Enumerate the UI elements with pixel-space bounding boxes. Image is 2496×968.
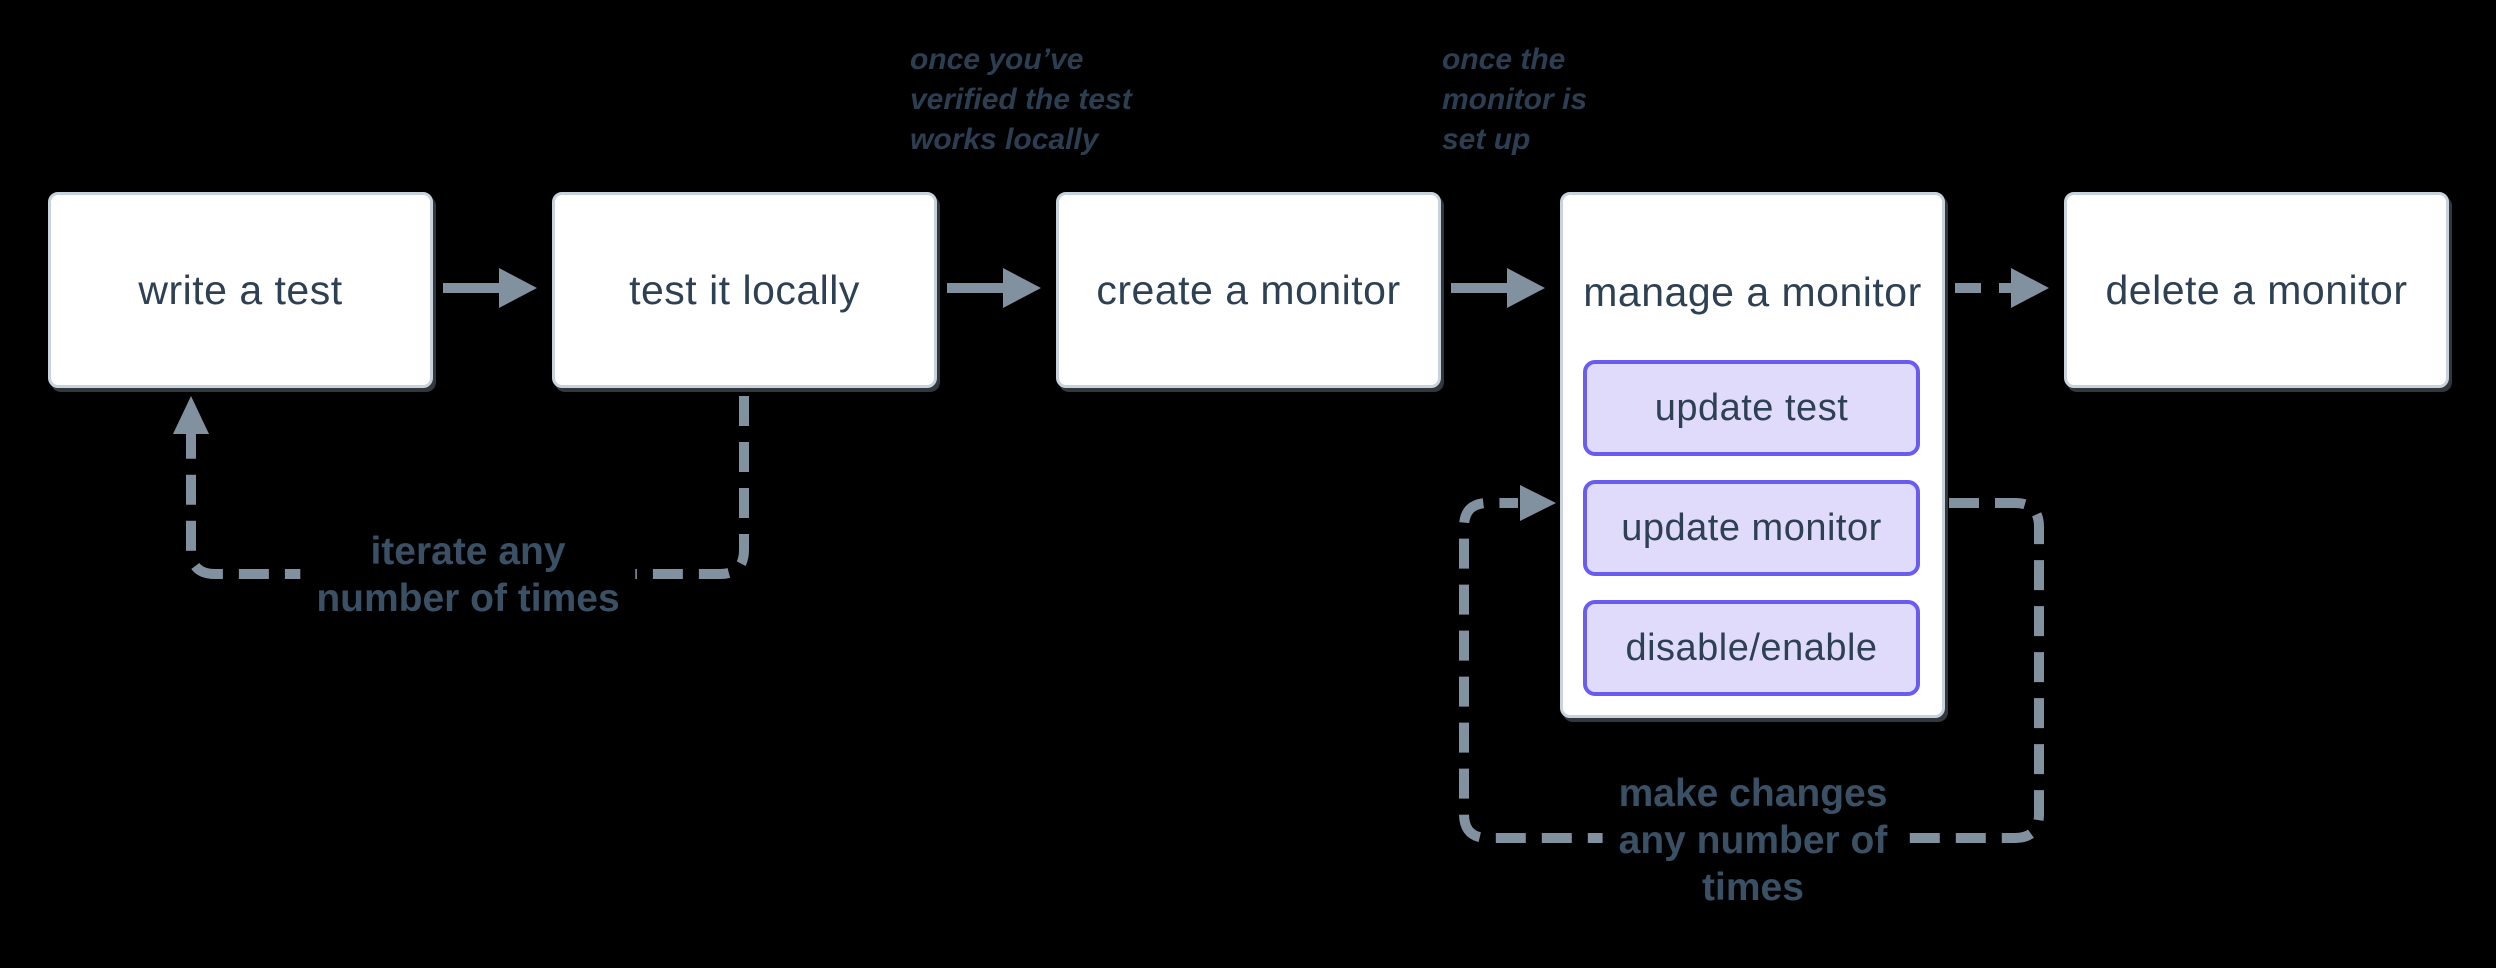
loop-label-line: times [1702, 866, 1804, 909]
node-label: create a monitor [1096, 266, 1401, 313]
annotation-line: verified the test [910, 83, 1132, 116]
node-label: write a test [138, 266, 343, 313]
loop-label-make-changes: make changes any number of times [1602, 770, 1904, 911]
node-test-it-locally: test it locally [552, 192, 937, 388]
node-label: manage a monitor [1583, 269, 1922, 315]
arrowhead-icon [1003, 268, 1041, 308]
annotation-line: once the [1442, 43, 1566, 76]
action-disable-enable: disable/enable [1583, 600, 1920, 696]
annotation-line: set up [1442, 123, 1531, 156]
annotation-line: once you’ve [910, 43, 1084, 76]
arrow-create-to-manage [1451, 268, 1545, 308]
loop-path [186, 396, 749, 579]
annotation-line: monitor is [1442, 83, 1588, 116]
arrow-write-to-test [443, 268, 537, 308]
loop-label-line: number of times [316, 577, 620, 620]
arrowhead-icon [2011, 268, 2049, 308]
loop-label-line: iterate any [370, 530, 566, 573]
loop-iterate-dashed [173, 396, 749, 579]
arrow-test-to-create [947, 268, 1041, 308]
manage-monitor-title: manage a monitor [1563, 195, 1942, 375]
arrow-manage-to-delete-dashed [1955, 268, 2049, 308]
loop-label-iterate: iterate any number of times [300, 528, 636, 622]
arrowhead-right-icon [1520, 485, 1556, 521]
action-update-test: update test [1583, 360, 1920, 456]
annotation-once-set-up: once the monitor is set up [1442, 40, 1587, 160]
arrowhead-up-icon [173, 396, 209, 434]
node-write-a-test: write a test [48, 192, 433, 388]
action-update-monitor: update monitor [1583, 480, 1920, 576]
loop-label-line: make changes [1618, 772, 1888, 815]
arrowhead-icon [1507, 268, 1545, 308]
loop-label-line: any number of [1618, 819, 1888, 862]
arrowhead-icon [499, 268, 537, 308]
node-create-a-monitor: create a monitor [1056, 192, 1441, 388]
annotation-once-verified: once you’ve verified the test works loca… [910, 40, 1132, 160]
node-label: test it locally [629, 266, 860, 313]
annotation-line: works locally [910, 123, 1099, 156]
node-delete-a-monitor: delete a monitor [2064, 192, 2449, 388]
node-label: delete a monitor [2105, 266, 2408, 313]
node-manage-a-monitor: manage a monitor update test update moni… [1560, 192, 1945, 718]
